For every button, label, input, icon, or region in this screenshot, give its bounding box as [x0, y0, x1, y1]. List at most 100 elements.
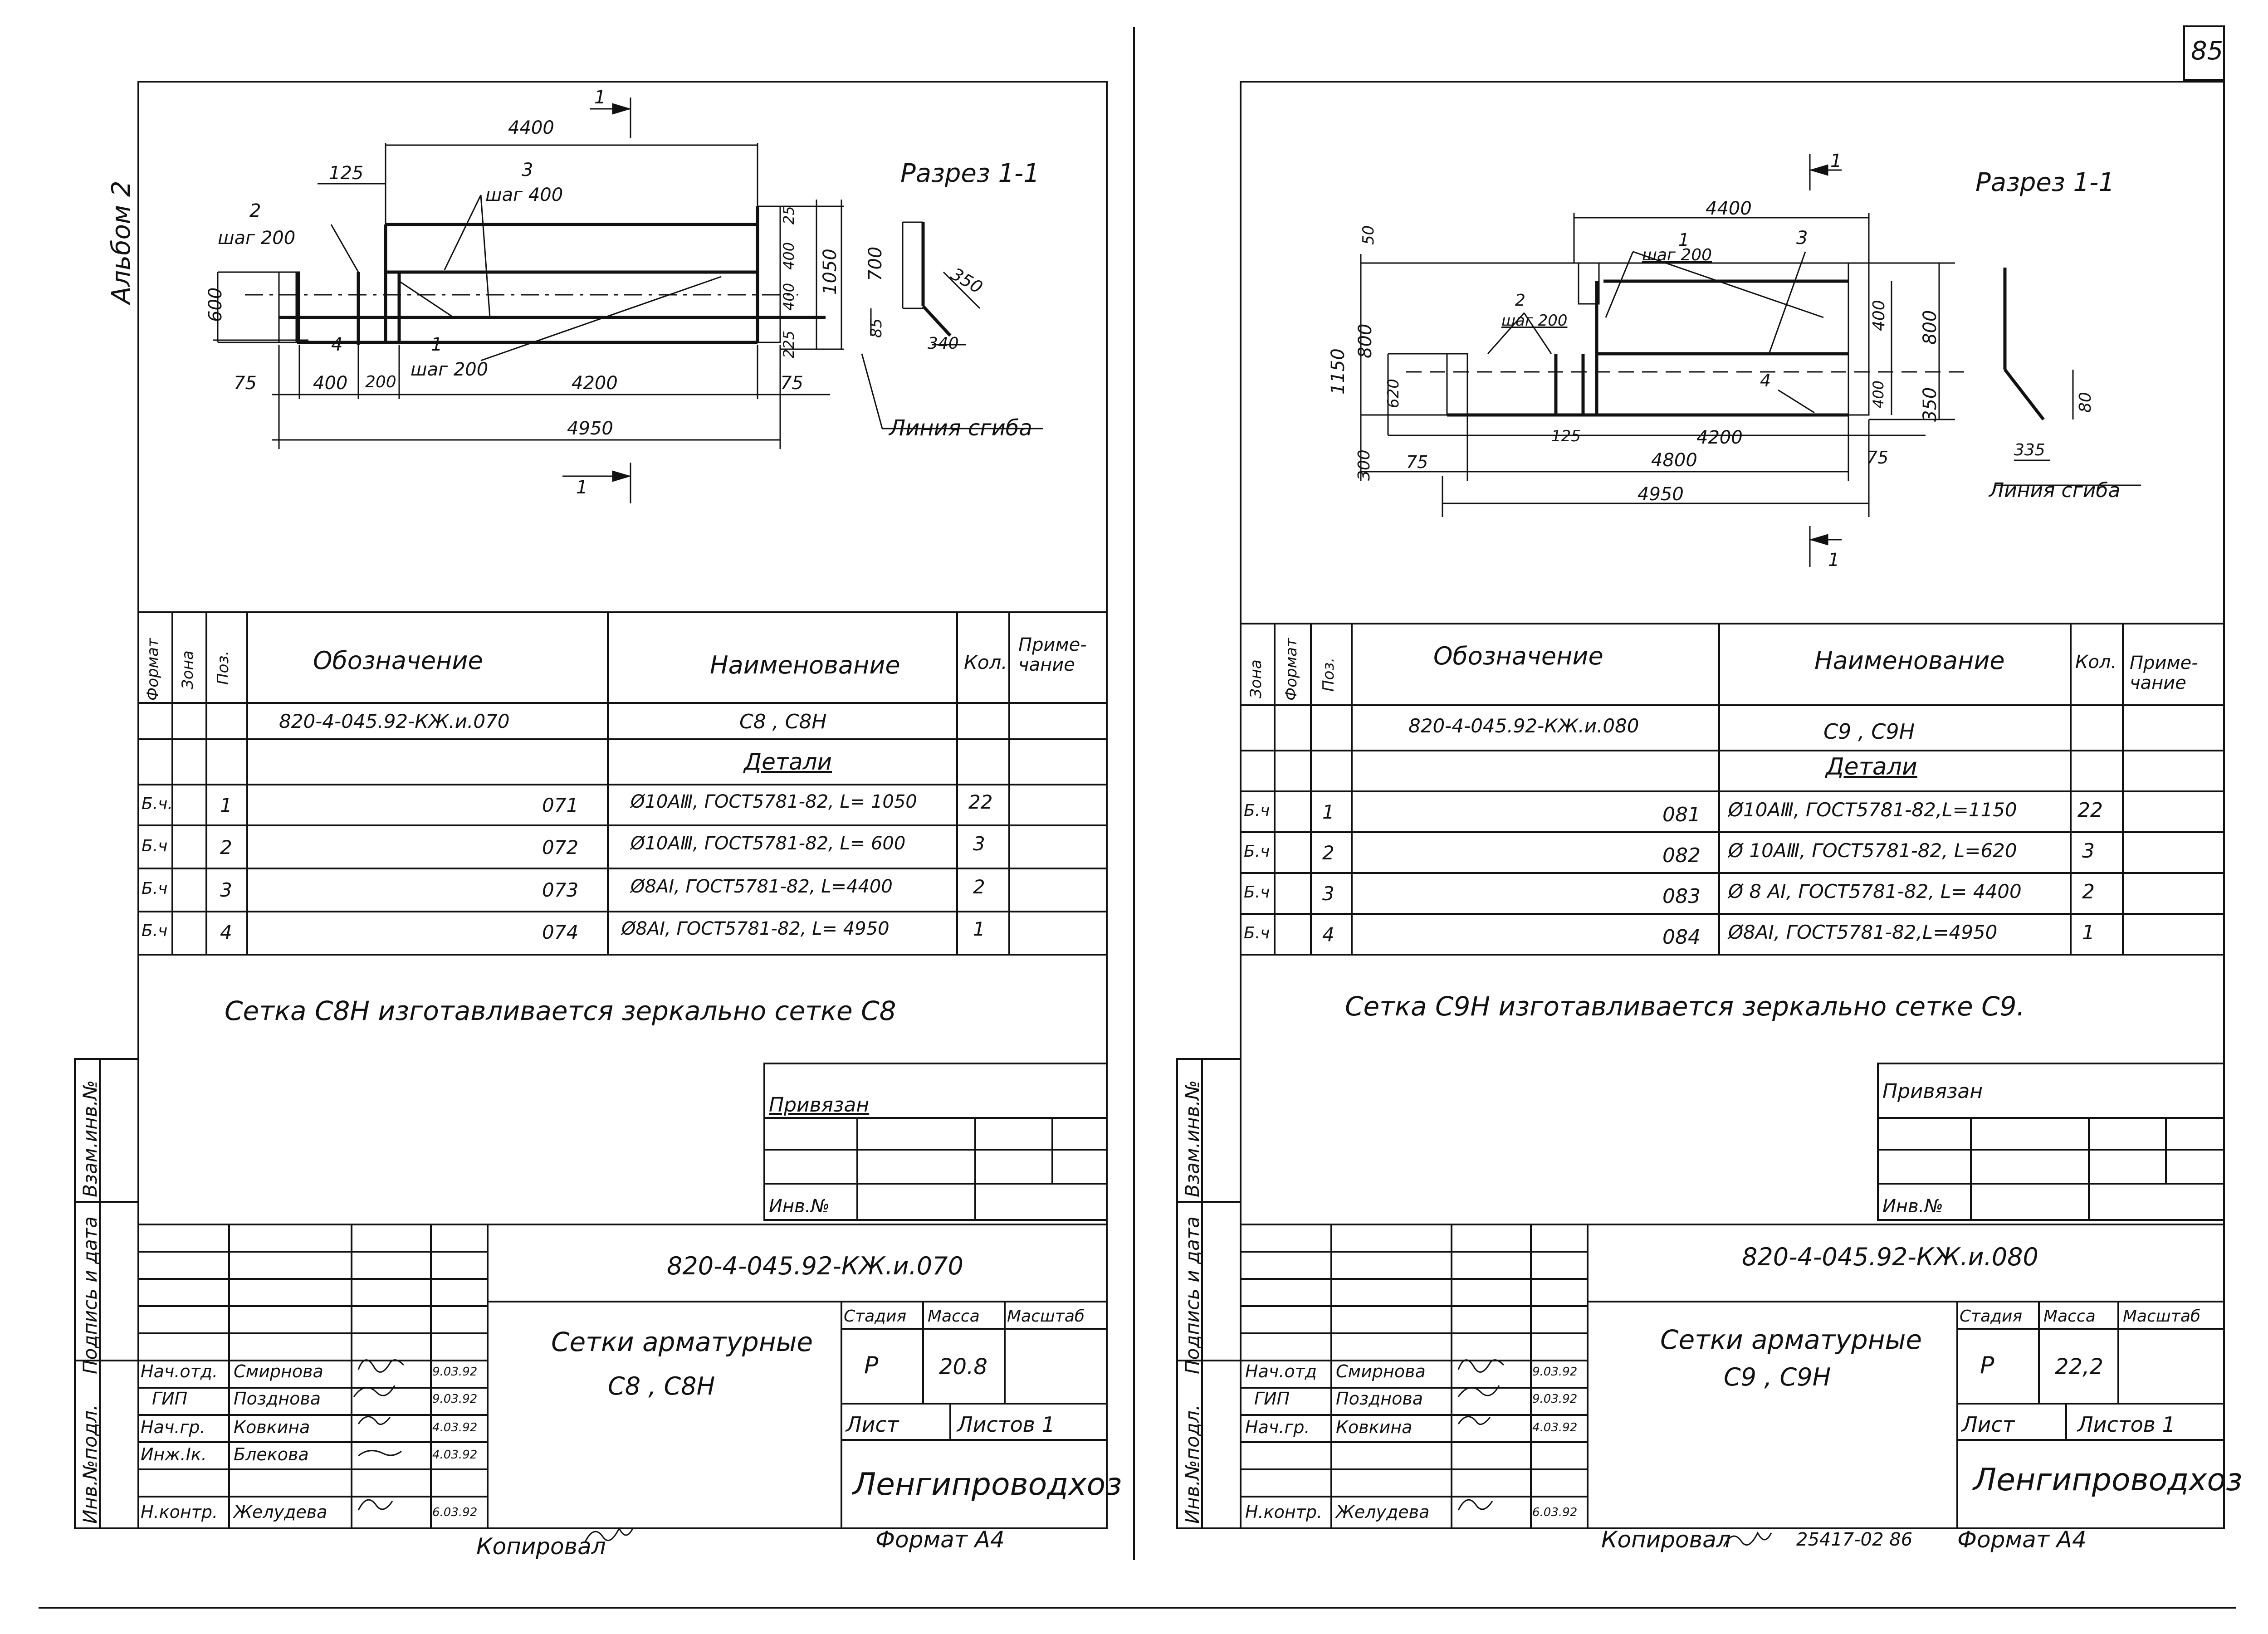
right-mesh-drawing [1360, 154, 2141, 567]
spec-header-pos: Поз. [214, 650, 232, 685]
right-org: Ленгипроводхоз [1973, 1462, 2243, 1498]
spec-main-name: С9 , С9Н [1823, 719, 1915, 744]
row-qty: 3 [2082, 839, 2095, 863]
dim: 300 [1355, 449, 1374, 481]
right-section-title: Разрез 1-1 [1975, 168, 2115, 197]
row-designation: 073 [542, 879, 579, 901]
left-mass: 20.8 [939, 1354, 987, 1380]
page-number: 85 [2191, 36, 2224, 66]
row-format: Б.ч [142, 837, 168, 855]
dim: 4 [1760, 371, 1771, 390]
spec-main-designation: 820-4-045.92-КЖ.и.070 [279, 710, 510, 732]
dim: 400 [1870, 300, 1888, 331]
left-inv-label: Инв.№ [769, 1196, 830, 1217]
right-bend-line: Линия сгиба [1989, 479, 2121, 502]
staff-name: Ковкина [1336, 1417, 1413, 1437]
staff-date: 4.03.92 [432, 1448, 478, 1462]
right-section-mark-bottom: 1 [1828, 550, 1840, 571]
right-note: Сетка С9Н изготавливается зеркально сетк… [1345, 991, 2025, 1022]
dim: 1150 [1328, 348, 1349, 395]
staff-name: Позднова [1336, 1389, 1423, 1409]
dim: 350 [1920, 387, 1941, 422]
row-qty: 2 [2082, 880, 2095, 903]
dim: 50 [1359, 225, 1378, 245]
staff-role: Нач.отд. [141, 1361, 218, 1381]
dim: 1050 [820, 249, 841, 295]
spec-header-designation: Обозначение [313, 646, 483, 675]
left-title-product: Сетки арматурные [551, 1327, 813, 1357]
row-pos: 1 [220, 794, 232, 816]
spec-header-designation: Обозначение [1433, 642, 1603, 670]
spec-main-name: С8 , С8Н [739, 710, 827, 733]
right-side-replace-inv: Взам.инв.№ [1181, 1080, 1203, 1197]
row-name: Ø10АⅢ, ГОСТ5781-82, L= 1050 [631, 791, 917, 812]
left-mass-header: Масса [928, 1307, 980, 1326]
dim: 400 [780, 242, 797, 270]
right-copied: Копировал [1601, 1527, 1731, 1553]
staff-date: 9.03.92 [1532, 1392, 1578, 1406]
dim: 75 [1406, 452, 1428, 472]
row-name: Ø10АⅢ, ГОСТ5781-82, L= 600 [631, 833, 906, 854]
row-pos: 2 [220, 836, 232, 858]
right-mass-header: Масса [2043, 1307, 2096, 1326]
album-label: Альбом 2 [107, 180, 136, 304]
staff-role: Нач.гр. [1245, 1417, 1310, 1437]
spec-details-label: Детали [1826, 753, 1917, 780]
staff-role: ГИП [1254, 1389, 1290, 1409]
staff-name: Желудева [1336, 1502, 1430, 1522]
left-format: Формат А4 [875, 1527, 1005, 1553]
row-pos: 4 [220, 921, 232, 943]
row-format: Б.ч [1244, 883, 1270, 902]
dim: 2 [249, 200, 261, 221]
spec-header-zone: Зона [179, 650, 197, 689]
right-section-mark-top: 1 [1830, 151, 1842, 171]
dim: 340 [928, 334, 959, 353]
dim: 1 [431, 334, 443, 355]
row-name: Ø 10АⅢ, ГОСТ5781-82, L=620 [1728, 839, 2017, 862]
dim: 400 [313, 373, 348, 394]
row-format: Б.ч. [142, 795, 173, 813]
right-bound-label: Привязан [1882, 1080, 1983, 1103]
left-title-product-sub: С8 , С8Н [608, 1372, 715, 1400]
staff-date: 9.03.92 [1532, 1365, 1578, 1379]
dim: шаг 200 [411, 359, 489, 380]
staff-date: 4.03.92 [1532, 1421, 1578, 1434]
staff-date: 9.03.92 [432, 1392, 478, 1406]
row-format: Б.ч [1244, 924, 1270, 942]
spec-main-designation: 820-4-045.92-КЖ.и.080 [1408, 715, 1639, 737]
left-mesh-drawing [213, 98, 1043, 503]
right-inv-label: Инв.№ [1882, 1196, 1943, 1217]
left-side-inv-no-sub: Инв.№подл. [79, 1404, 101, 1524]
right-format: Формат А4 [1957, 1527, 2087, 1553]
spec-header-qty: Кол. [2075, 652, 2117, 673]
row-qty: 1 [2082, 921, 2095, 944]
right-title-product: Сетки арматурные [1660, 1324, 1922, 1355]
row-pos: 3 [1322, 883, 1334, 905]
right-sheet-header: Лист [1962, 1412, 2015, 1437]
row-format: Б.ч [1244, 842, 1270, 861]
row-qty: 2 [973, 876, 985, 898]
right-scale-header: Масштаб [2123, 1307, 2201, 1326]
dim: 1 [1678, 230, 1690, 250]
row-format: Б.ч [1244, 801, 1270, 820]
row-designation: 071 [542, 794, 579, 816]
dim: 225 [780, 330, 797, 358]
left-scale-header: Масштаб [1007, 1307, 1085, 1326]
staff-role: Н.контр. [1245, 1502, 1323, 1522]
dim: 400 [780, 283, 797, 311]
left-title-code: 820-4-045.92-КЖ.и.070 [667, 1252, 963, 1280]
right-sheets-header: Листов 1 [2077, 1412, 2175, 1437]
dim: шаг 200 [1501, 312, 1568, 330]
dim: 200 [365, 373, 396, 391]
staff-role: Инж.Ⅰк. [141, 1444, 207, 1464]
left-note: Сетка С8Н изготавливается зеркально сетк… [225, 995, 896, 1026]
dim: 4800 [1651, 450, 1697, 471]
dim: 80 [2076, 392, 2095, 413]
left-bound-label: Привязан [769, 1093, 870, 1117]
dim: 400 [1870, 380, 1887, 408]
dim: 75 [234, 373, 257, 394]
staff-date: 6.03.92 [1532, 1506, 1578, 1519]
row-qty: 3 [973, 833, 985, 855]
spec-header-name: Наименование [1814, 646, 2005, 675]
